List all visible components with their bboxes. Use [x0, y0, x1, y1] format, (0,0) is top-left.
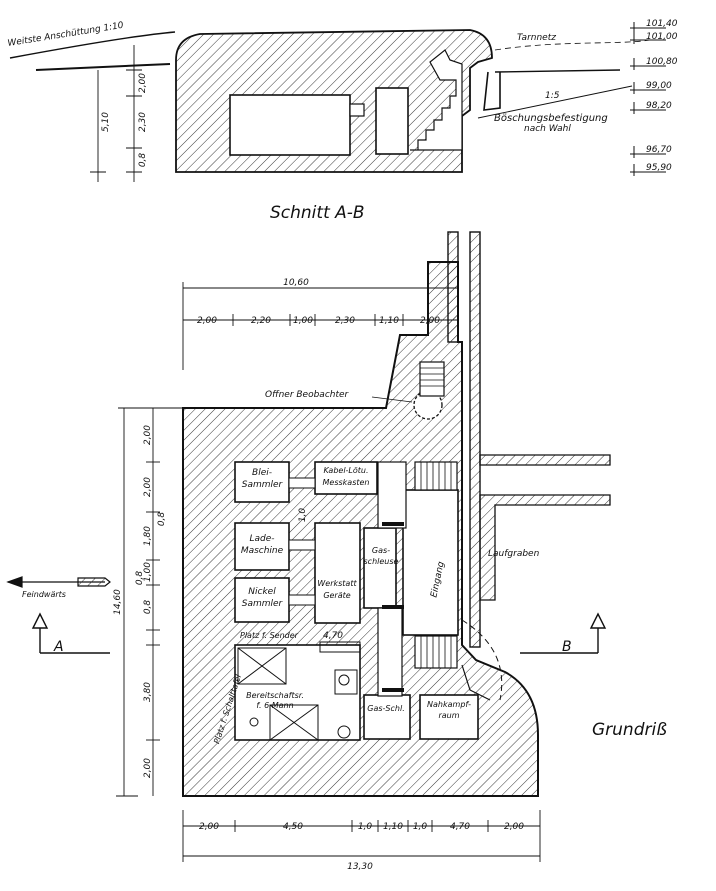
level-6: 96,70 — [646, 145, 672, 155]
trench-wall-right — [469, 231, 481, 648]
label-blei-1: Blei- — [252, 468, 272, 478]
plan-left-dim-1: 2,00 — [143, 425, 153, 445]
ratio-label: 1:5 — [545, 91, 560, 101]
section-vdim-2: 2,30 — [138, 112, 148, 132]
label-werkstatt-1: Werkstatt — [317, 579, 357, 588]
plan-top-dim-1: 2,00 — [197, 316, 217, 326]
section-room — [229, 94, 351, 156]
plan-bottom-dim-1: 2,00 — [199, 822, 219, 832]
plan-drawing — [6, 231, 611, 862]
plan-mid-dim: 4,70 — [323, 631, 343, 641]
plan-title: Grundriß — [592, 720, 667, 740]
level-4: 99,00 — [646, 81, 672, 91]
plan-left-dim-7: 2,00 — [143, 758, 153, 778]
label-offner: Offner Beobachter — [265, 390, 350, 400]
section-drawing — [9, 22, 666, 182]
label-nickel-1: Nickel — [248, 587, 276, 597]
plan-top-dim-3: 1,00 — [293, 316, 313, 326]
label-platz-sender: Platz f. Sender — [240, 631, 299, 640]
section-vdim-1: 2,00 — [138, 73, 148, 93]
section-marker-b — [520, 612, 607, 654]
plan-left-dim-6: 3,80 — [143, 682, 153, 702]
section-vdim-3: 0,8 — [138, 153, 148, 168]
section-total-height: 5,10 — [101, 112, 111, 132]
label-werkstatt-2: Geräte — [323, 591, 350, 600]
plan-bottom-dim-labels: 2,00 4,50 1,0 1,10 1,0 4,70 2,00 — [199, 822, 524, 832]
room-kabel — [314, 461, 378, 495]
level-2: 101,00 — [646, 32, 678, 42]
embankment-label-2: nach Wahl — [524, 124, 571, 134]
slope-label: Weitste Anschüttung 1:10 — [7, 21, 125, 49]
label-lade-2: Maschine — [241, 546, 284, 556]
label-marker-a: A — [53, 639, 64, 655]
plan-bottom-dim-3: 1,0 — [358, 822, 373, 832]
plan-left-dim-4: 1,00 — [143, 562, 153, 582]
plan-bottom-dim-5: 1,0 — [413, 822, 428, 832]
plan-left-dim-5: 0,8 — [143, 600, 153, 615]
section-title: Schnitt A-B — [270, 203, 365, 223]
plan-top-dim-5: 1,10 — [379, 316, 399, 326]
plan-bottom-dim-4: 1,10 — [383, 822, 403, 832]
label-nah-2: raum — [438, 711, 459, 720]
label-bereit-1: Bereitschaftsr. — [246, 691, 304, 700]
plan-top-dim-6: 2,00 — [420, 316, 440, 326]
label-kabel-2: Messkasten — [323, 478, 370, 487]
plan-bottom-dim-6: 4,70 — [450, 822, 470, 832]
label-nickel-2: Sammler — [242, 599, 284, 609]
plan-bottom-total: 13,30 — [347, 862, 373, 872]
label-blei-2: Sammler — [242, 480, 284, 490]
room-werkstatt — [314, 522, 361, 624]
label-feindwarts: Feindwärts — [22, 590, 66, 599]
plan-left-dimensions — [116, 407, 183, 797]
embankment-label: Böschungsbefestigung — [494, 113, 608, 124]
plan-left-dim-3: 1,80 — [143, 526, 153, 546]
section-marker-a — [31, 612, 110, 654]
plan-left-dim-2: 2,00 — [143, 477, 153, 497]
room-nickel-sammler — [234, 577, 290, 623]
plan-bottom-dim-7: 2,00 — [504, 822, 524, 832]
stairs-south — [414, 635, 458, 669]
level-1: 101,40 — [646, 19, 678, 29]
enemy-direction-arrow — [6, 576, 111, 588]
label-gasschl: Gas-Schl. — [367, 704, 404, 713]
plan-aside-dim: 0,8 — [135, 571, 145, 586]
plan-inner-dim-1: 1,0 — [298, 508, 308, 523]
label-kabel-1: Kabel-Lötu. — [323, 466, 368, 475]
label-lade-1: Lade- — [249, 534, 274, 544]
plan-top-dim-labels: 2,00 2,20 1,00 2,30 1,10 2,00 — [197, 316, 440, 326]
label-gas-1: Gas- — [372, 546, 390, 555]
plan-bottom-dim-2: 4,50 — [283, 822, 303, 832]
room-nahkampf — [419, 694, 479, 740]
level-labels: 101,40 101,00 100,80 99,00 98,20 96,70 9… — [646, 19, 678, 173]
room-gasschleuse — [363, 527, 397, 609]
level-7: 95,90 — [646, 163, 672, 173]
label-gas-2: schleuse — [364, 557, 399, 566]
plan-left-dim-labels: 2,00 2,00 1,80 1,00 0,8 3,80 2,00 — [143, 425, 153, 778]
level-ticks — [630, 22, 666, 176]
room-blei-sammler — [234, 461, 290, 503]
room-gasschl — [363, 694, 411, 740]
plan-top-dimensions — [182, 282, 459, 370]
section-stairs — [410, 49, 463, 151]
room-eingang — [402, 489, 459, 636]
level-5: 98,20 — [646, 101, 672, 111]
stairs-north — [414, 461, 458, 491]
ground-line — [9, 31, 176, 59]
level-3: 100,80 — [646, 57, 678, 67]
plan-inner-dim-2: 0,8 — [157, 512, 167, 527]
plan-left-total: 14,60 — [113, 589, 123, 615]
plan-top-dim-2: 2,20 — [251, 316, 271, 326]
plan-bottom-dimensions — [182, 810, 541, 862]
label-bereit-2: f. 6 Mann — [256, 701, 293, 710]
plan-top-dim-4: 2,30 — [335, 316, 355, 326]
plan-top-total: 10,60 — [283, 278, 309, 288]
tarnnetz-label: Tarnnetz — [517, 33, 556, 43]
label-nah-1: Nahkampf- — [427, 700, 471, 709]
label-laufgraben: Laufgraben — [488, 549, 540, 559]
label-marker-b: B — [562, 639, 572, 655]
